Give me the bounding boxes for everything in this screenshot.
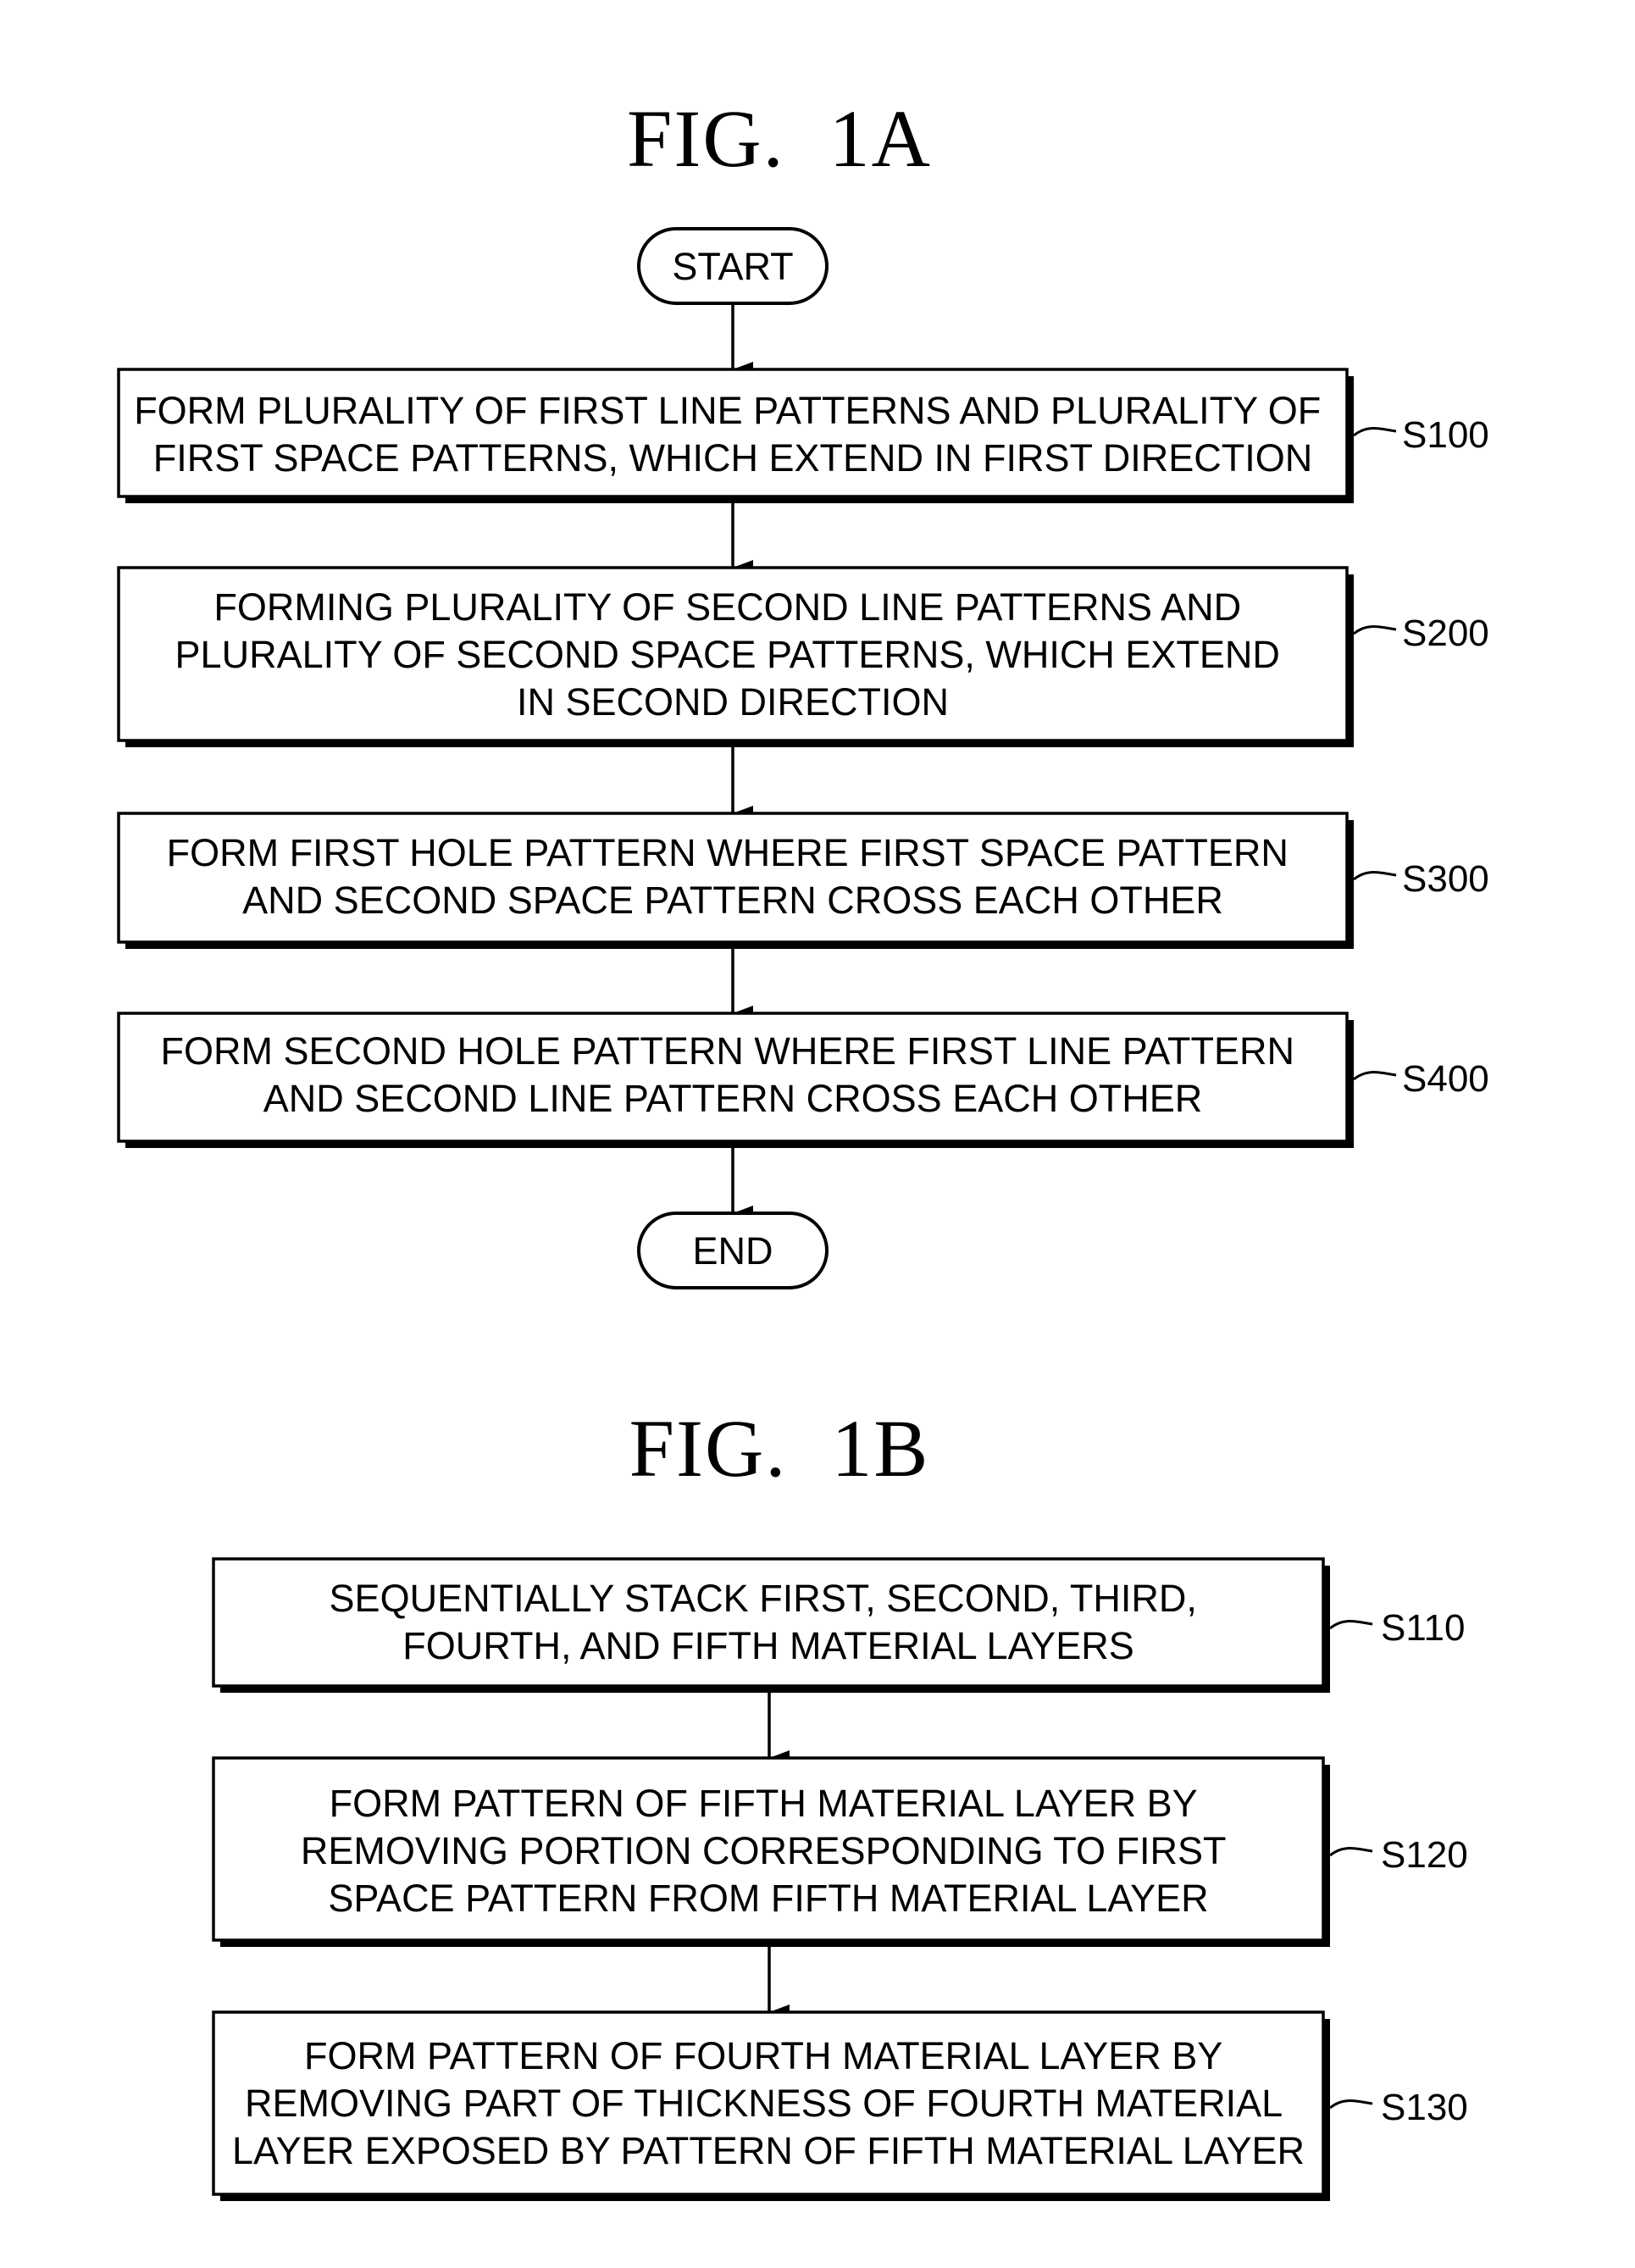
step-box-s110: SEQUENTIALLY STACK FIRST, SECOND, THIRD,… bbox=[213, 1559, 1330, 1693]
step-box-s120: FORM PATTERN OF FIFTH MATERIAL LAYER BY … bbox=[213, 1758, 1330, 1947]
leader-s400 bbox=[1354, 1072, 1396, 1079]
step-text-line: FORM PATTERN OF FOURTH MATERIAL LAYER BY bbox=[304, 2034, 1222, 2077]
step-label-s120: S120 bbox=[1381, 1834, 1468, 1876]
step-label-s110: S110 bbox=[1381, 1607, 1466, 1649]
leader-s130 bbox=[1330, 2100, 1372, 2108]
step-text-line: FORM FIRST HOLE PATTERN WHERE FIRST SPAC… bbox=[167, 831, 1289, 874]
step-label-s300: S300 bbox=[1402, 858, 1489, 900]
step-text-line: AND SECOND LINE PATTERN CROSS EACH OTHER bbox=[263, 1077, 1202, 1120]
figure-1b-title: FIG. 1B bbox=[629, 1403, 930, 1494]
step-box-s100: FORM PLURALITY OF FIRST LINE PATTERNS AN… bbox=[119, 369, 1354, 503]
leader-s200 bbox=[1354, 626, 1396, 634]
step-text-line: FORM SECOND HOLE PATTERN WHERE FIRST LIN… bbox=[161, 1029, 1294, 1073]
end-terminal: END bbox=[639, 1213, 827, 1288]
step-text-line: PLURALITY OF SECOND SPACE PATTERNS, WHIC… bbox=[175, 633, 1280, 676]
step-text-line: FORM PLURALITY OF FIRST LINE PATTERNS AN… bbox=[134, 389, 1321, 432]
step-text-line: FORM PATTERN OF FIFTH MATERIAL LAYER BY bbox=[330, 1782, 1198, 1825]
step-text-line: SEQUENTIALLY STACK FIRST, SECOND, THIRD, bbox=[330, 1577, 1197, 1620]
step-label-s130: S130 bbox=[1381, 2087, 1468, 2128]
svg-text:FORM PATTERN OF FIFTH MATERIAL: FORM PATTERN OF FIFTH MATERIAL LAYER BY … bbox=[301, 1782, 1236, 1920]
step-text-line: SPACE PATTERN FROM FIFTH MATERIAL LAYER bbox=[328, 1877, 1208, 1920]
leader-s110 bbox=[1330, 1621, 1372, 1628]
step-text-line: REMOVING PORTION CORRESPONDING TO FIRST bbox=[301, 1829, 1226, 1872]
leader-s120 bbox=[1330, 1848, 1372, 1855]
step-text-line: AND SECOND SPACE PATTERN CROSS EACH OTHE… bbox=[242, 879, 1223, 922]
step-label-s400: S400 bbox=[1402, 1058, 1489, 1100]
step-box-s300: FORM FIRST HOLE PATTERN WHERE FIRST SPAC… bbox=[119, 813, 1354, 949]
step-text-line: IN SECOND DIRECTION bbox=[517, 680, 949, 724]
step-text-line: REMOVING PART OF THICKNESS OF FOURTH MAT… bbox=[245, 2082, 1282, 2125]
step-text-line: LAYER EXPOSED BY PATTERN OF FIFTH MATERI… bbox=[232, 2129, 1305, 2172]
step-label-s200: S200 bbox=[1402, 613, 1489, 654]
step-text-line: FOURTH, AND FIFTH MATERIAL LAYERS bbox=[402, 1624, 1133, 1667]
svg-text:FORM PATTERN OF FOURTH MATERIA: FORM PATTERN OF FOURTH MATERIAL LAYER BY… bbox=[232, 2034, 1305, 2172]
step-box-s400: FORM SECOND HOLE PATTERN WHERE FIRST LIN… bbox=[119, 1013, 1354, 1148]
end-label: END bbox=[692, 1229, 773, 1273]
step-label-s100: S100 bbox=[1402, 414, 1489, 456]
step-text-line: FIRST SPACE PATTERNS, WHICH EXTEND IN FI… bbox=[153, 436, 1312, 480]
start-label: START bbox=[672, 245, 793, 288]
leader-s100 bbox=[1354, 428, 1396, 435]
step-box-s130: FORM PATTERN OF FOURTH MATERIAL LAYER BY… bbox=[213, 2012, 1330, 2201]
step-text-line: FORMING PLURALITY OF SECOND LINE PATTERN… bbox=[213, 585, 1241, 629]
leader-s300 bbox=[1354, 872, 1396, 879]
step-box-s200: FORMING PLURALITY OF SECOND LINE PATTERN… bbox=[119, 568, 1354, 747]
figure-1a-title: FIG. 1A bbox=[627, 93, 932, 184]
start-terminal: START bbox=[639, 229, 827, 303]
